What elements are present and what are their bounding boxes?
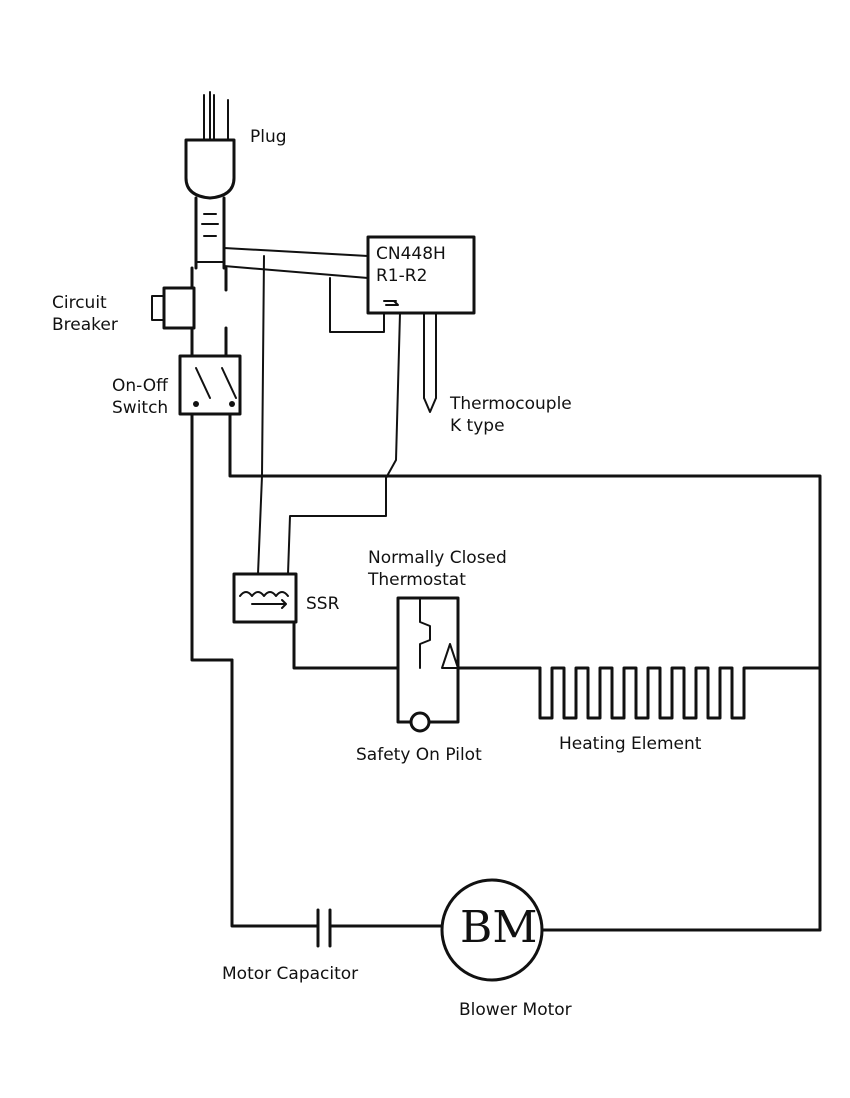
wire-controller-loop: [329, 277, 385, 333]
wire-controller-power: [223, 247, 369, 279]
capacitor-label: Motor Capacitor: [222, 964, 359, 984]
heating-element-coil: [538, 666, 822, 720]
circuit-breaker: [151, 266, 228, 360]
motor-capacitor: [316, 908, 332, 948]
wire-motor-return: [230, 658, 320, 928]
thermostat-label-line2: Thermostat: [368, 570, 466, 590]
thermocouple-probe: [423, 312, 437, 413]
switch-label-line1: On-Off: [112, 376, 168, 396]
ssr-relay: [232, 572, 298, 624]
circuit-breaker-label-line2: Breaker: [52, 315, 118, 335]
switch-label-line2: Switch: [112, 398, 169, 418]
thermostat-label-line1: Normally Closed: [368, 548, 507, 568]
wire-ssr-control-a: [257, 255, 265, 575]
circuit-breaker-label-line1: Circuit: [52, 293, 107, 313]
thermocouple-label-line2: K type: [450, 416, 505, 436]
on-off-switch: [178, 354, 242, 416]
wire-neutral-main: [190, 412, 234, 662]
motor-symbol: BM: [460, 902, 538, 953]
controller-label-line1: CN448H: [376, 244, 446, 264]
heater-label: Heating Element: [559, 734, 702, 754]
pilot-light: [409, 711, 431, 733]
motor-label: Blower Motor: [459, 1000, 572, 1020]
plug-symbol: [184, 91, 236, 270]
thermostat: [396, 596, 460, 724]
plug-label: Plug: [250, 127, 287, 147]
ssr-label: SSR: [306, 594, 340, 614]
wire-ssr-control-b: [287, 312, 401, 575]
controller-label-line2: R1-R2: [376, 266, 428, 286]
controller-box: [366, 235, 476, 315]
pilot-label: Safety On Pilot: [356, 745, 482, 765]
wire-ssr-to-thermostat: [292, 620, 400, 670]
thermocouple-label-line1: Thermocouple: [450, 394, 572, 414]
